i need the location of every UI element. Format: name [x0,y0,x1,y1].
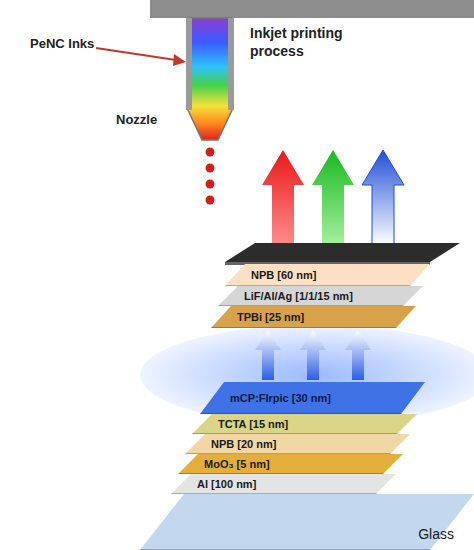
layer-label: TPBi [25 nm] [237,311,304,323]
layer-label: NPB [60 nm] [251,269,316,281]
layer-label: Al [100 nm] [197,478,256,490]
device-layer: NPB [20 nm] [185,434,410,454]
device-layer: TPBi [25 nm] [211,306,416,328]
device-layer: NPB [60 nm] [225,264,430,286]
process-label: Inkjet printing process [250,24,380,60]
part-label: Nozzle [116,112,186,129]
glass-substrate: Glass [140,494,474,550]
device-layer: MoO₃ [5 nm] [178,454,403,474]
layer-label: MoO₃ [5 nm] [204,458,270,470]
device-layer: TCTA [15 nm] [192,414,417,434]
part-label: PeNC Inks [30,36,140,53]
layer-label: TCTA [15 nm] [218,418,288,430]
layer-label: NPB [20 nm] [211,438,276,450]
layer-label: Glass [418,527,454,542]
layer-label: LiF/Al/Ag [1/1/15 nm] [244,290,353,302]
device-layer: Al [100 nm] [171,474,396,494]
device-layer: LiF/Al/Ag [1/1/15 nm] [218,286,423,306]
device-layer: mCP:FIrpic [30 nm] [200,382,425,414]
layer-label: mCP:FIrpic [30 nm] [230,392,331,404]
